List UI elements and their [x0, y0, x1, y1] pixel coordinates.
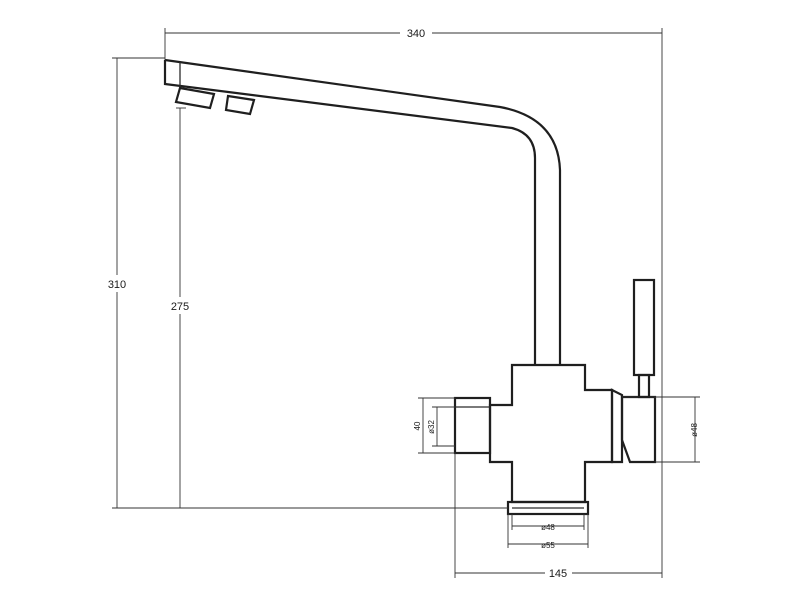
- label-145: 145: [549, 568, 567, 580]
- lever-handle: [632, 278, 656, 377]
- faucet-outline: [163, 58, 657, 516]
- right-lever-body: [620, 395, 657, 464]
- label-310: 310: [108, 279, 126, 291]
- label-275: 275: [171, 301, 189, 313]
- label-d48-bottom: ø48: [541, 523, 555, 532]
- valve-body: [488, 363, 614, 504]
- dimension-lines: [112, 28, 700, 578]
- aerator-right: [224, 94, 256, 116]
- label-d48-right: ø48: [690, 423, 699, 437]
- dimension-labels: 340 310 275 145 40 ø32 ø48 ø48 ø55: [108, 28, 699, 580]
- lever-stem: [637, 373, 651, 399]
- right-lever-housing: [610, 388, 624, 464]
- label-40: 40: [413, 421, 422, 430]
- aerator-left: [174, 86, 216, 110]
- spout-top-edge: [164, 58, 562, 365]
- label-340: 340: [407, 28, 425, 40]
- spout: [163, 60, 537, 365]
- label-d55: ø55: [541, 541, 555, 550]
- label-d32: ø32: [427, 420, 436, 434]
- left-filter-handle: [453, 396, 492, 455]
